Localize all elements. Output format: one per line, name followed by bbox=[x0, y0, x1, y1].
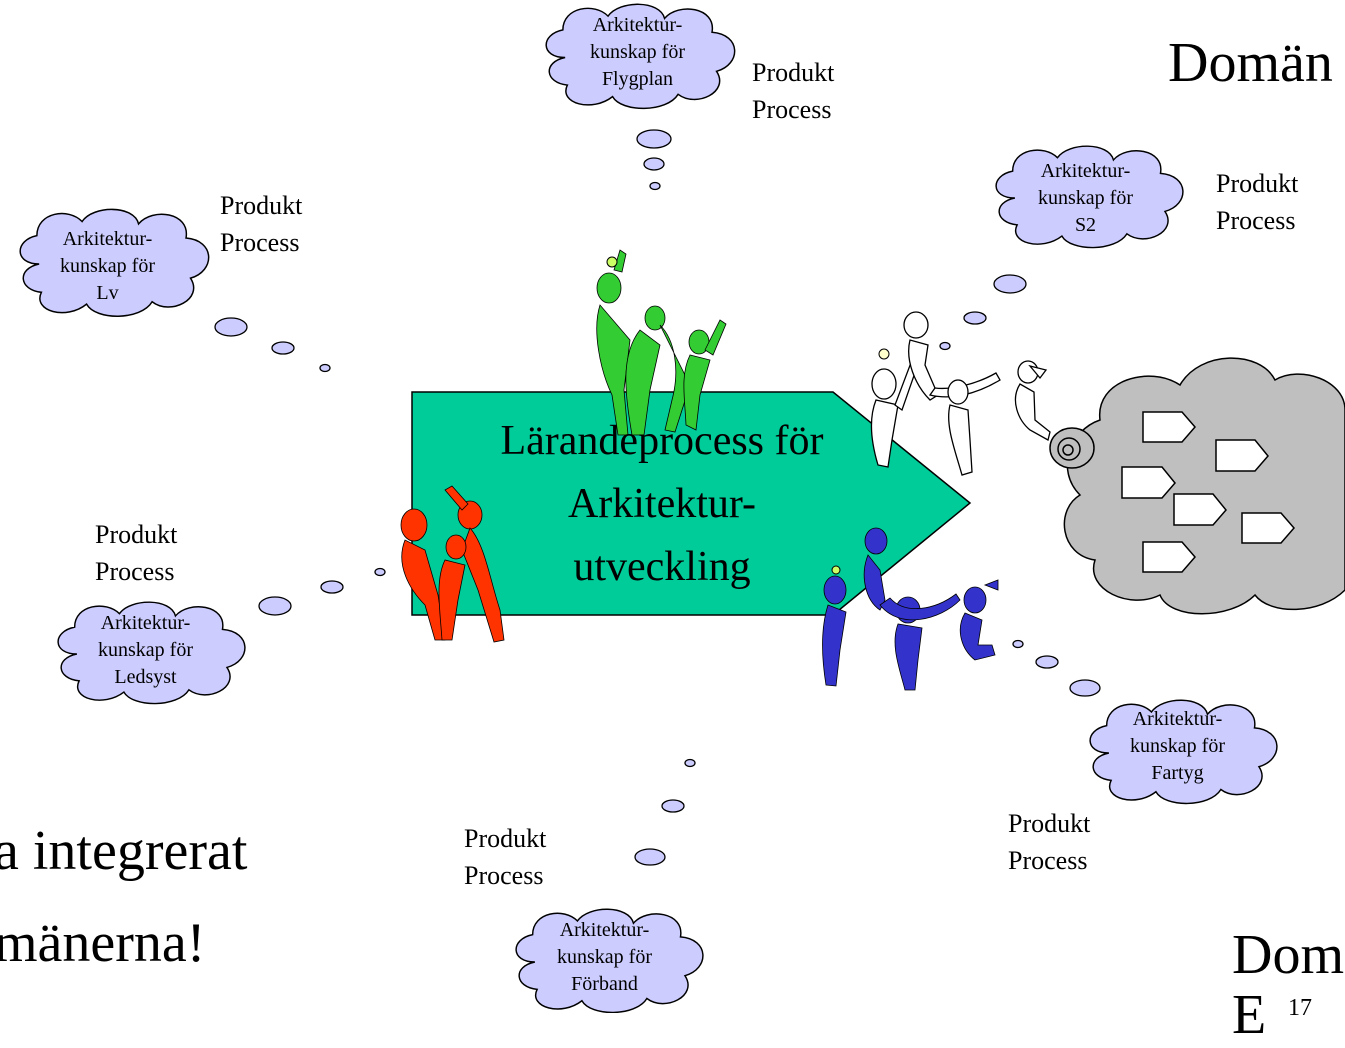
bubble-trail-forband bbox=[634, 758, 696, 866]
gray-cloud-spiral bbox=[1049, 427, 1095, 469]
cloud-line: kunskap för bbox=[98, 639, 193, 661]
red-people-group bbox=[400, 485, 505, 643]
green-people-group bbox=[596, 249, 727, 436]
cloud-text-s2: Arkitektur- kunskap för S2 bbox=[1008, 158, 1163, 239]
bubble-trail-s2 bbox=[939, 274, 1027, 351]
cloud-line: kunskap för bbox=[590, 41, 685, 63]
text-bottom-left-1: a integrerat bbox=[0, 820, 248, 882]
process-label: Process bbox=[1008, 846, 1088, 875]
blue-people-group bbox=[822, 527, 999, 691]
cloud-line: Arkitektur- bbox=[592, 14, 683, 36]
cloud-line: Arkitektur- bbox=[100, 612, 191, 634]
cloud-text-fartyg: Arkitektur- kunskap för Fartyg bbox=[1100, 706, 1255, 787]
produkt-label: Produkt bbox=[220, 191, 303, 220]
bulb-icon-blue bbox=[831, 565, 841, 575]
produkt-process-forband: Produkt Process bbox=[464, 820, 546, 894]
cloud-line: S2 bbox=[1074, 214, 1097, 236]
cloud-line: kunskap för bbox=[60, 255, 155, 277]
text-bottom-right: Dom bbox=[1232, 924, 1344, 986]
produkt-process-lv: Produkt Process bbox=[220, 187, 302, 261]
process-label: Process bbox=[95, 557, 175, 586]
produkt-process-fartyg: Produkt Process bbox=[1008, 805, 1090, 879]
gray-cloud bbox=[1063, 357, 1345, 615]
cloud-line: Arkitektur- bbox=[1132, 708, 1223, 730]
cloud-line: kunskap för bbox=[1038, 187, 1133, 209]
cloud-line: Arkitektur- bbox=[1040, 160, 1131, 182]
produkt-process-ledsyst: Produkt Process bbox=[95, 516, 177, 590]
bubble-trail-ledsyst bbox=[258, 567, 386, 616]
bulb-icon-green bbox=[606, 256, 618, 268]
process-label: Process bbox=[752, 95, 832, 124]
cloud-line: Fartyg bbox=[1151, 762, 1204, 784]
cloud-text-flygplan: Arkitektur- kunskap för Flygplan bbox=[560, 12, 715, 93]
bubble-trail-lv bbox=[214, 317, 331, 373]
cloud-line: Arkitektur- bbox=[559, 919, 650, 941]
produkt-process-s2: Produkt Process bbox=[1216, 165, 1298, 239]
cloud-line: Arkitektur- bbox=[62, 228, 153, 250]
page-number: 17 bbox=[1288, 995, 1312, 1021]
cloud-text-lv: Arkitektur- kunskap för Lv bbox=[30, 226, 185, 307]
process-label: Process bbox=[220, 228, 300, 257]
produkt-label: Produkt bbox=[464, 824, 547, 853]
central-arrow-line-3: utveckling bbox=[573, 544, 751, 590]
produkt-label: Produkt bbox=[1008, 809, 1091, 838]
cloud-line: kunskap för bbox=[557, 946, 652, 968]
slide-canvas: Lärandeprocess för Arkitektur- utvecklin… bbox=[0, 3, 1345, 1046]
produkt-label: Produkt bbox=[95, 520, 178, 549]
produkt-label: Produkt bbox=[752, 58, 835, 87]
central-arrow-line-2: Arkitektur- bbox=[567, 481, 757, 527]
white-people-group bbox=[870, 311, 1051, 476]
bubble-trail-flygplan bbox=[636, 129, 672, 191]
produkt-label: Produkt bbox=[1216, 169, 1299, 198]
cloud-line: Lv bbox=[96, 282, 119, 304]
process-label: Process bbox=[464, 861, 544, 890]
central-arrow-label: Lärandeprocess för Arkitektur- utvecklin… bbox=[412, 410, 912, 599]
text-bottom-right-partial: E bbox=[1232, 984, 1267, 1046]
produkt-process-flygplan: Produkt Process bbox=[752, 54, 834, 128]
cloud-text-forband: Arkitektur- kunskap för Förband bbox=[527, 917, 682, 998]
central-arrow-line-1: Lärandeprocess för bbox=[500, 418, 824, 464]
process-label: Process bbox=[1216, 206, 1296, 235]
title-top-right: Domän bbox=[1168, 32, 1333, 94]
cloud-line: Ledsyst bbox=[114, 666, 177, 688]
cloud-line: kunskap för bbox=[1130, 735, 1225, 757]
cloud-line: Förband bbox=[571, 973, 638, 995]
gray-cloud-arrows bbox=[1121, 411, 1295, 573]
diagram-svg bbox=[19, 3, 1345, 1013]
cloud-line: Flygplan bbox=[601, 68, 674, 90]
bulb-icon-white bbox=[878, 348, 890, 360]
cloud-text-ledsyst: Arkitektur- kunskap för Ledsyst bbox=[68, 610, 223, 691]
bubble-trail-fartyg bbox=[1012, 639, 1101, 697]
text-bottom-left-2: mänerna! bbox=[0, 912, 206, 974]
